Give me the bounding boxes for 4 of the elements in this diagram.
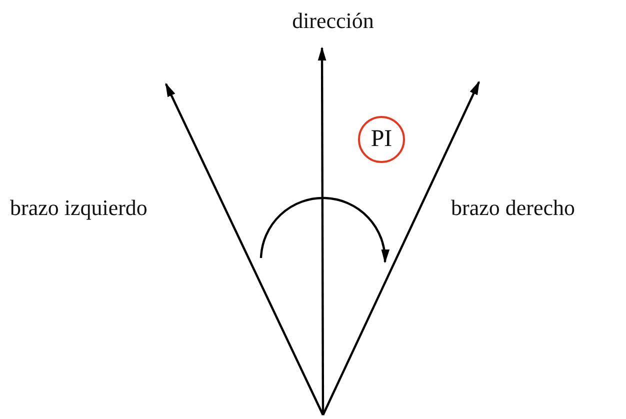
circled-label: PI [358,116,405,163]
axis-label: brazo derecho [451,197,575,219]
axis-label: dirección [292,10,374,32]
axis-label: brazo izquierdo [10,197,148,219]
